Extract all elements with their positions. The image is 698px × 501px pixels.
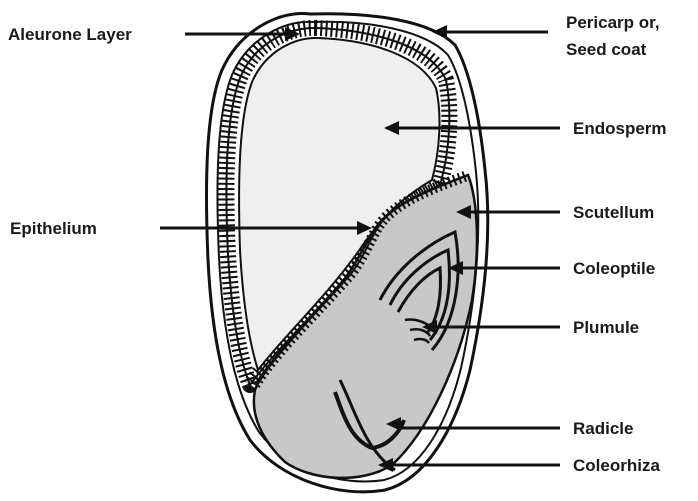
label-scutellum: Scutellum [573, 203, 654, 222]
label-aleurone-layer: Aleurone Layer [8, 25, 132, 44]
label-plumule: Plumule [573, 318, 639, 337]
label-coleoptile: Coleoptile [573, 259, 655, 278]
pericarp-pointer [432, 25, 548, 39]
label-radicle: Radicle [573, 419, 633, 438]
label-epithelium: Epithelium [10, 219, 97, 238]
label-pericarp-line1: Pericarp or, [566, 13, 660, 32]
label-coleorhiza: Coleorhiza [573, 456, 660, 475]
label-pericarp-line2: Seed coat [566, 40, 647, 59]
label-endosperm: Endosperm [573, 119, 667, 138]
